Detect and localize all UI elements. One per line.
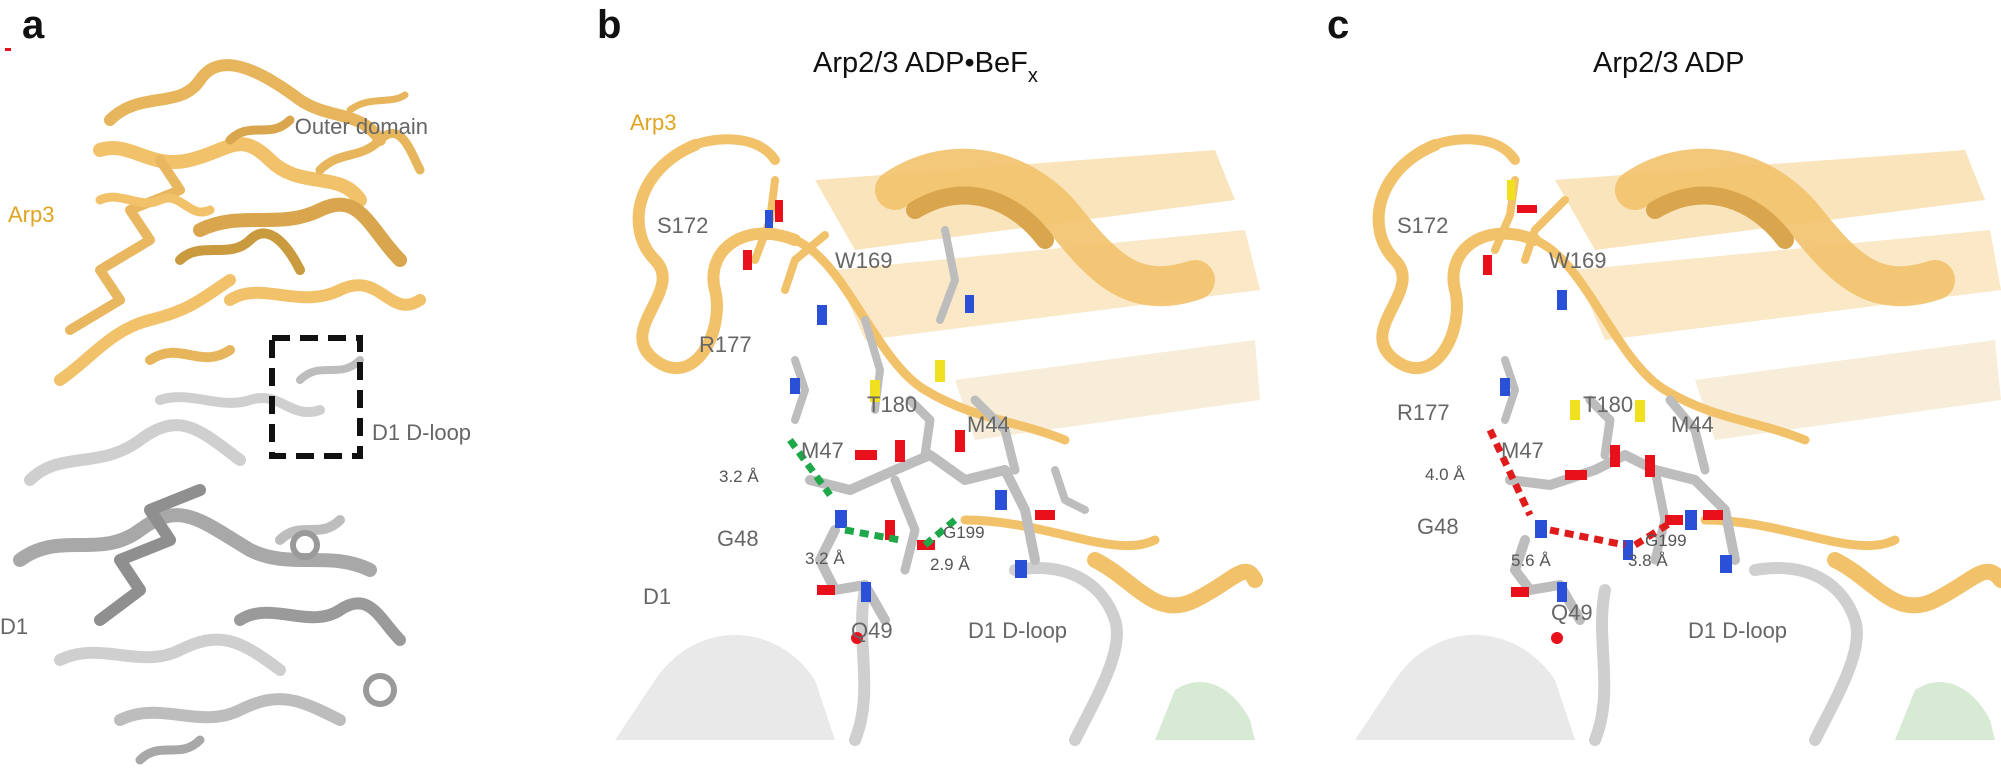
g48-label-b: G48 (717, 526, 759, 551)
panel-c-label: c (1327, 3, 1349, 47)
panel-a: a Arp3 Outer domain D1 (0, 0, 430, 770)
distance-1-c: 4.0 Å (1425, 465, 1465, 484)
g48-label-c: G48 (1417, 514, 1459, 539)
panel-a-label: a (22, 3, 45, 47)
panel-c-hbonds (1486, 428, 1677, 549)
m44-label-c: M44 (1671, 412, 1714, 437)
d1-dloop-label-a: D1 D-loop (372, 420, 471, 445)
zoom-region-box (269, 335, 363, 459)
m44-label-b: M44 (967, 412, 1010, 437)
q49-label-b: Q49 (851, 618, 893, 643)
outer-domain-label: Outer domain (295, 114, 428, 139)
panel-b-title-subscript: x (1028, 65, 1038, 87)
arp3-label-a: Arp3 (8, 202, 54, 227)
arp3-label-b: Arp3 (630, 110, 676, 135)
distance-2-c: 5.6 Å (1511, 551, 1551, 570)
r177-label-b: R177 (699, 332, 752, 357)
panel-b-background-ribbons (615, 148, 1263, 740)
panel-b-coils (632, 134, 1160, 746)
panel-b-hbonds (787, 437, 958, 548)
g199-label-b: G199 (943, 523, 985, 542)
w169-label-c: W169 (1549, 248, 1606, 273)
panel-b-title: Arp2/3 ADP•BeFx (813, 47, 1038, 87)
panel-c: c Arp2/3 ADP S172 W169 R177 T180 M44 M47… (1325, 0, 2001, 770)
s172-label-b: S172 (657, 213, 708, 238)
w169-label-b: W169 (835, 248, 892, 273)
panel-c-atoms (1483, 180, 1732, 644)
d1-ribbon (13, 356, 406, 765)
t180-label-b: T180 (867, 392, 917, 417)
panel-b-title-main: Arp2/3 ADP•BeF (813, 47, 1028, 79)
red-tick-mark (5, 48, 11, 51)
arp3-ribbon (54, 59, 426, 386)
q49-label-c: Q49 (1551, 600, 1593, 625)
m47-label-b: M47 (801, 438, 844, 463)
d1-label-b: D1 (643, 584, 671, 609)
panel-b-atoms (743, 200, 1055, 644)
m47-label-c: M47 (1501, 438, 1544, 463)
distance-1-b: 3.2 Å (719, 467, 759, 486)
panel-b: b Arp2/3 ADP•BeFx Arp3 S172 W169 R177 T1… (595, 0, 1265, 770)
g199-label-c: G199 (1645, 531, 1687, 550)
s172-label-c: S172 (1397, 213, 1448, 238)
t180-label-c: T180 (1583, 392, 1633, 417)
panel-a-dloop-label-layer: D1 D-loop (372, 420, 471, 445)
panel-c-title: Arp2/3 ADP (1593, 47, 1745, 79)
panel-a-structure: a Arp3 Outer domain D1 (0, 3, 428, 765)
d1-label-a: D1 (0, 614, 28, 639)
d1-dloop-label-b: D1 D-loop (968, 618, 1067, 643)
panel-b-label: b (597, 3, 621, 47)
distance-3-b: 2.9 Å (930, 555, 970, 574)
panel-b-structure: b Arp2/3 ADP•BeFx Arp3 S172 W169 R177 T1… (597, 3, 1263, 746)
panel-c-coils (1372, 134, 1900, 746)
distance-2-b: 3.2 Å (805, 549, 845, 568)
r177-label-c: R177 (1397, 400, 1450, 425)
panel-c-background-ribbons (1355, 148, 2001, 740)
panel-c-structure: c Arp2/3 ADP S172 W169 R177 T180 M44 M47… (1327, 3, 2001, 746)
distance-3-c: 3.8 Å (1628, 551, 1668, 570)
d1-dloop-label-c: D1 D-loop (1688, 618, 1787, 643)
